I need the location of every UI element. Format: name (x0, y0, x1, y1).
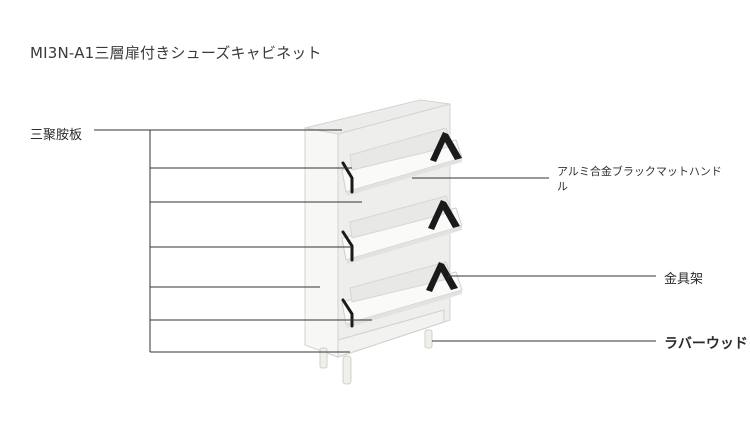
leg (319, 347, 328, 369)
left-leader-lines (94, 129, 372, 353)
bracket-label: 金具架 (664, 272, 704, 287)
leg (342, 355, 352, 385)
leg (424, 329, 433, 349)
bracket-icon (426, 132, 462, 292)
page-title: MI3N-A1三層扉付きシューズキャビネット (30, 44, 322, 62)
material-label: 三聚胺板 (30, 128, 83, 143)
foot-label: ラバーウッド (664, 336, 748, 352)
right-leader-lines (412, 177, 656, 342)
handle-label: アルミ合金ブラックマットハンドル (557, 165, 722, 193)
